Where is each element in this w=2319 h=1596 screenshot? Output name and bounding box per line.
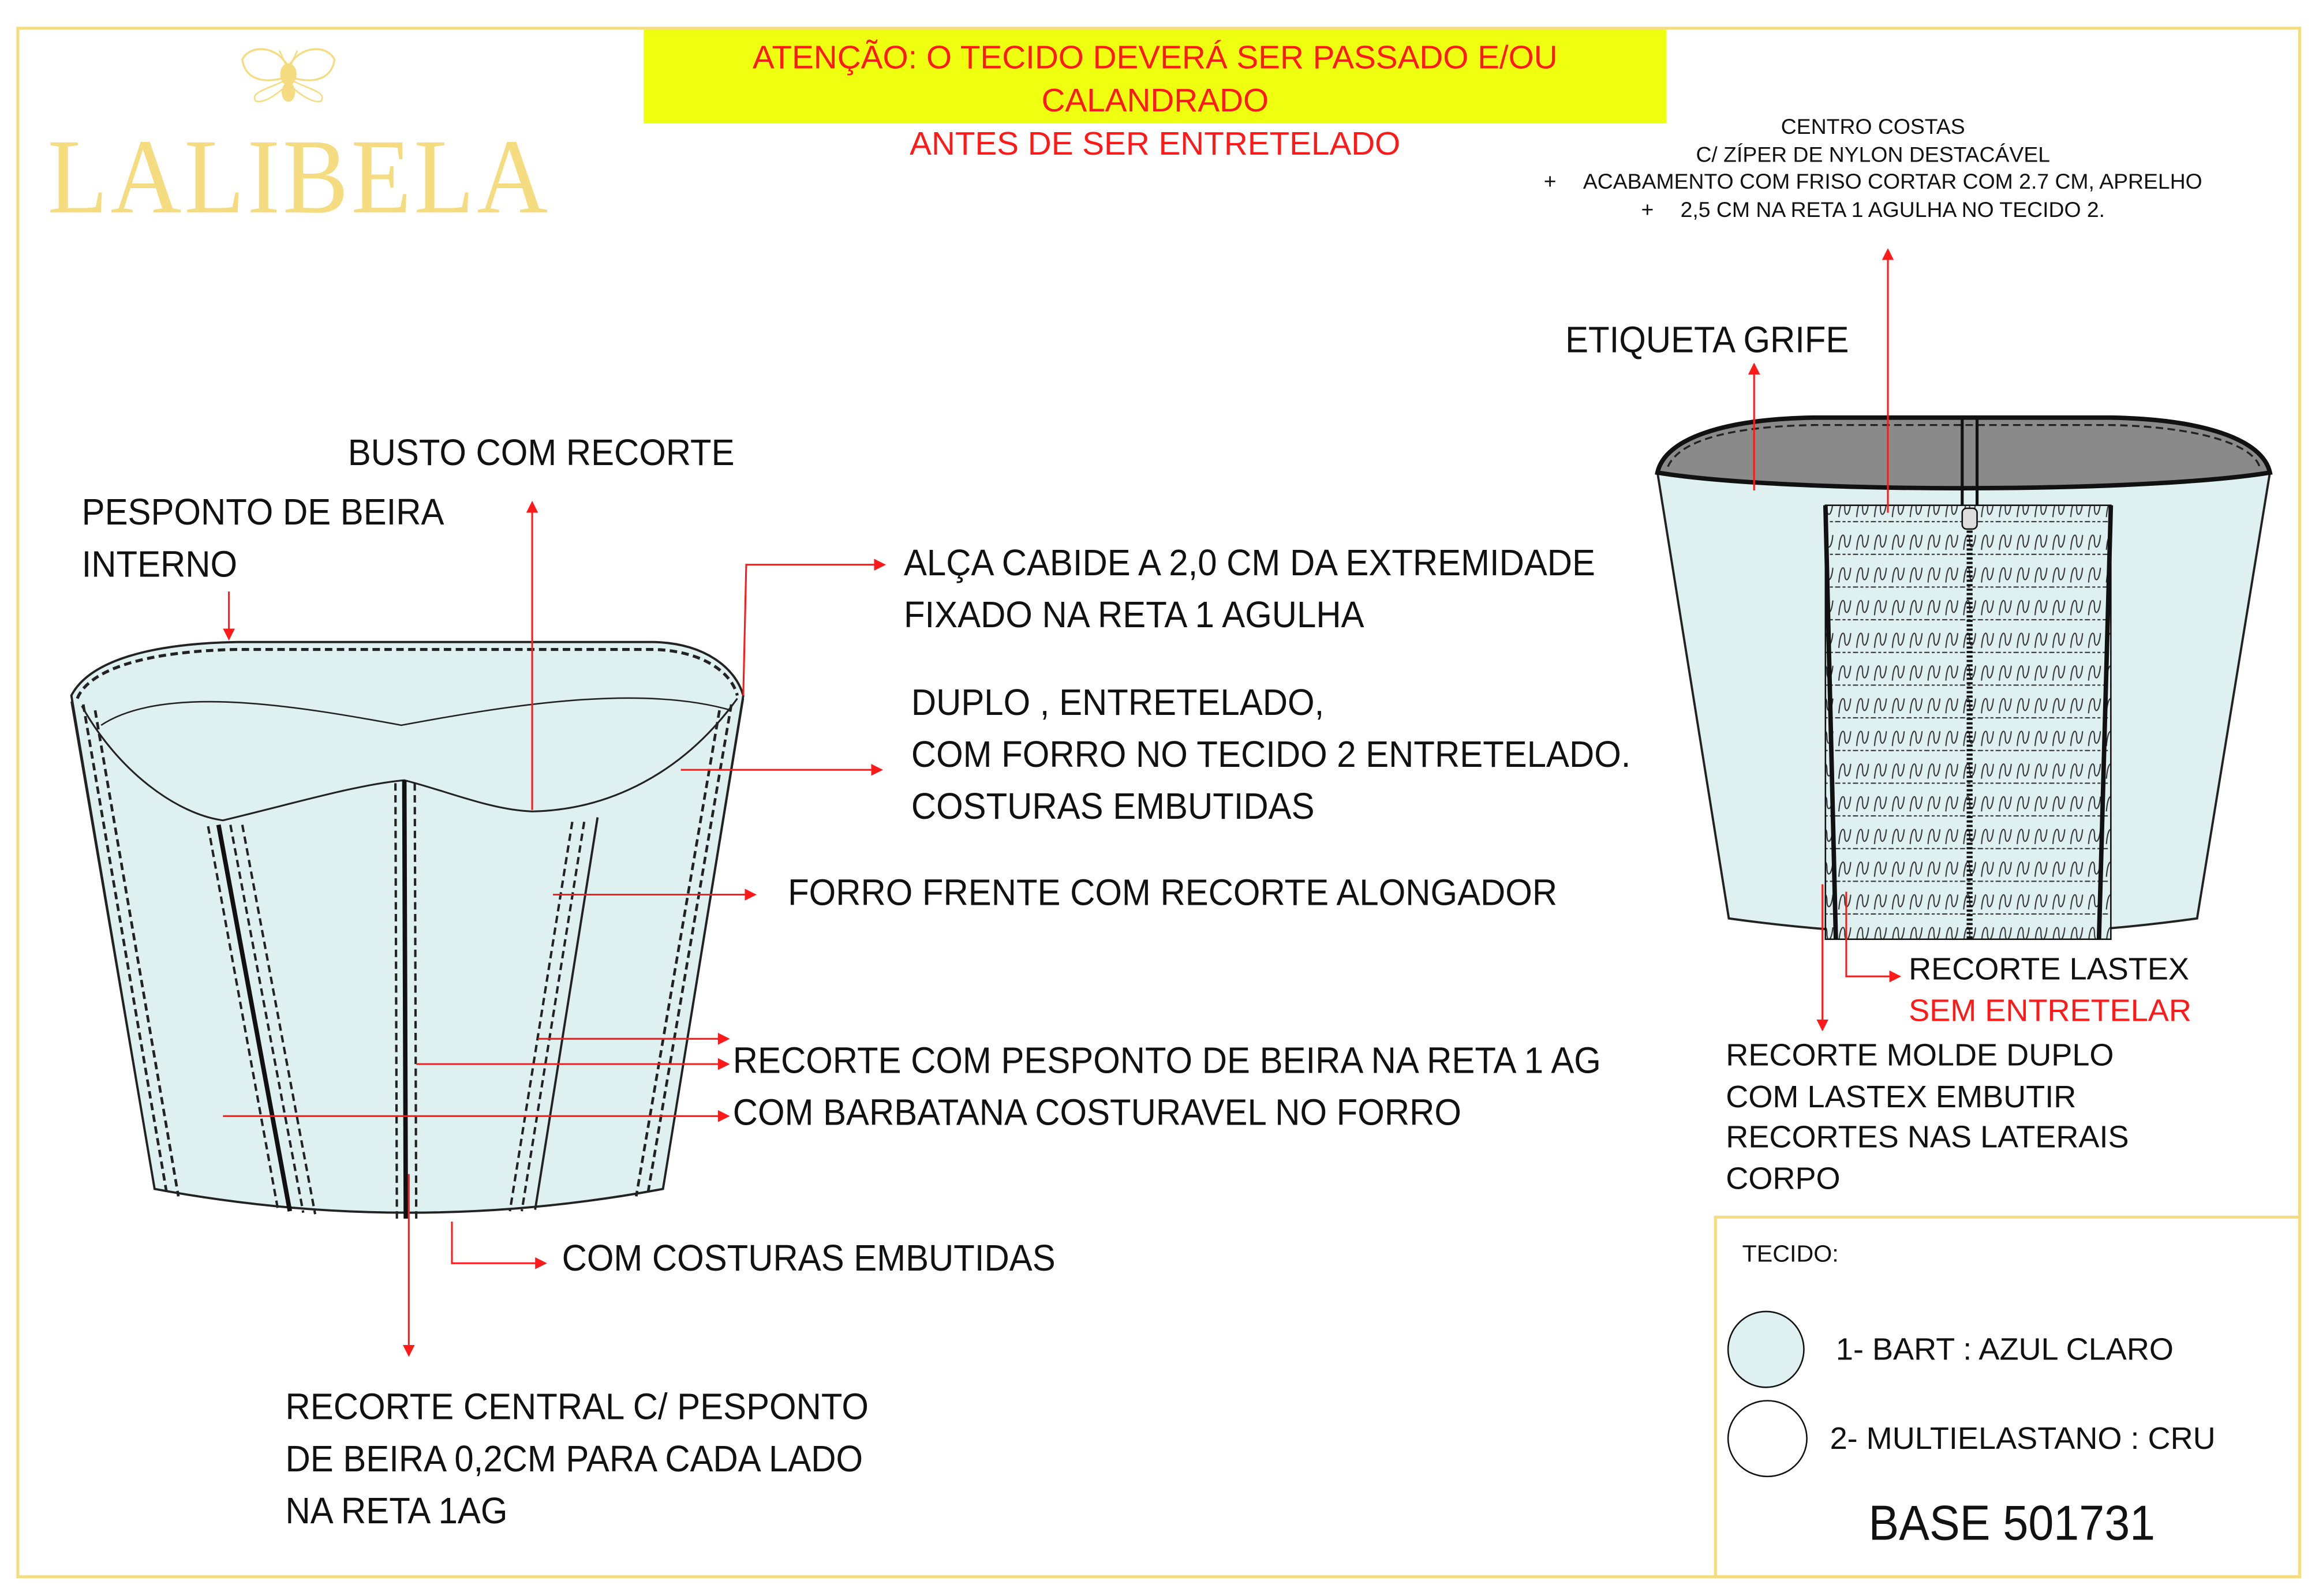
callout-line: INTERNO xyxy=(81,544,238,586)
callout-line: FIXADO NA RETA 1 AGULHA xyxy=(903,594,1364,636)
callout-forro: FORRO FRENTE COM RECORTE ALONGADOR xyxy=(788,872,1558,914)
warning-banner: ATENÇÃO: O TECIDO DEVERÁ SER PASSADO E/O… xyxy=(644,29,1667,162)
back-note-text: ACABAMENTO COM FRISO CORTAR COM 2.7 CM, … xyxy=(1583,171,2202,195)
back-notes: CENTRO COSTAS C/ ZÍPER DE NYLON DESTACÁV… xyxy=(1487,114,2260,224)
callout-alca: ALÇA CABIDE A 2,0 CM DA EXTREMIDADE FIXA… xyxy=(904,538,1595,642)
back-note-line: +2,5 CM NA RETA 1 AGULHA NO TECIDO 2. xyxy=(1487,197,2260,224)
callout-lastex: RECORTE LASTEX SEM ENTRETELAR xyxy=(1909,950,2191,1033)
callout-barbatana: COM BARBATANA COSTURAVEL NO FORRO xyxy=(732,1092,1461,1134)
back-note-line: CENTRO COSTAS xyxy=(1781,115,1965,140)
back-bodice-drawing xyxy=(1655,415,2273,941)
bee-icon xyxy=(241,48,336,103)
brand-logo: LALIBELA xyxy=(47,117,551,237)
callout-molde-duplo: RECORTE MOLDE DUPLO COM LASTEX EMBUTIR R… xyxy=(1726,1036,2129,1199)
fabric-legend: TECIDO: 1- BART : AZUL CLARO 2- MULTIELA… xyxy=(1714,1215,2302,1579)
callout-line: CORPO xyxy=(1726,1161,1841,1196)
legend-item-1: 1- BART : AZUL CLARO xyxy=(1835,1333,2174,1368)
callout-recorte: RECORTE COM PESPONTO DE BEIRA NA RETA 1 … xyxy=(732,1040,1601,1082)
callout-line: ALÇA CABIDE A 2,0 CM DA EXTREMIDADE xyxy=(903,542,1596,585)
callout-etiqueta: ETIQUETA GRIFE xyxy=(1565,319,1849,361)
callout-line: RECORTES NAS LATERAIS xyxy=(1726,1121,2129,1155)
warning-line-1: ATENÇÃO: O TECIDO DEVERÁ SER PASSADO E/O… xyxy=(752,38,1558,119)
callout-arrows xyxy=(223,248,1902,1357)
legend-title: TECIDO: xyxy=(1742,1242,1839,1268)
callout-line: RECORTE MOLDE DUPLO xyxy=(1726,1039,2114,1073)
callout-line: COM FORRO NO TECIDO 2 ENTRETELADO. xyxy=(911,734,1631,776)
callout-line: RECORTE CENTRAL C/ PESPONTO xyxy=(285,1387,869,1429)
plus-sign: + xyxy=(1641,198,1654,223)
callout-line: COM LASTEX EMBUTIR xyxy=(1726,1080,2077,1114)
callout-line: RECORTE LASTEX xyxy=(1909,952,2190,987)
callout-duplo: DUPLO , ENTRETELADO, COM FORRO NO TECIDO… xyxy=(911,677,1631,833)
callout-line: SEM ENTRETELAR xyxy=(1909,994,2191,1029)
callout-line: DUPLO , ENTRETELADO, xyxy=(911,682,1325,724)
fabric-swatch-1 xyxy=(1727,1310,1805,1388)
front-bodice-drawing xyxy=(70,640,745,1219)
warning-line-2: ANTES DE SER ENTRETELADO xyxy=(910,125,1401,162)
callout-recorte-central: RECORTE CENTRAL C/ PESPONTO DE BEIRA 0,2… xyxy=(286,1382,869,1538)
callout-line: DE BEIRA 0,2CM PARA CADA LADO xyxy=(285,1438,863,1481)
callout-costuras: COM COSTURAS EMBUTIDAS xyxy=(562,1238,1056,1280)
back-note-line: + ACABAMENTO COM FRISO CORTAR COM 2.7 CM,… xyxy=(1487,170,2260,197)
callout-pesponto: PESPONTO DE BEIRA INTERNO xyxy=(82,488,444,591)
legend-item-2: 2- MULTIELASTANO : CRU xyxy=(1830,1422,2216,1457)
back-note-text: 2,5 CM NA RETA 1 AGULHA NO TECIDO 2. xyxy=(1680,198,2105,223)
base-code: BASE 501731 xyxy=(1868,1495,2156,1550)
callout-line: PESPONTO DE BEIRA xyxy=(81,492,444,534)
callout-busto: BUSTO COM RECORTE xyxy=(347,432,735,474)
fabric-swatch-2 xyxy=(1727,1400,1808,1478)
callout-line: COSTURAS EMBUTIDAS xyxy=(911,786,1315,828)
sheet-border xyxy=(16,27,2302,1579)
callout-line: NA RETA 1AG xyxy=(285,1490,508,1533)
plus-sign: + xyxy=(1543,171,1557,195)
back-note-line: C/ ZÍPER DE NYLON DESTACÁVEL xyxy=(1696,143,2051,167)
